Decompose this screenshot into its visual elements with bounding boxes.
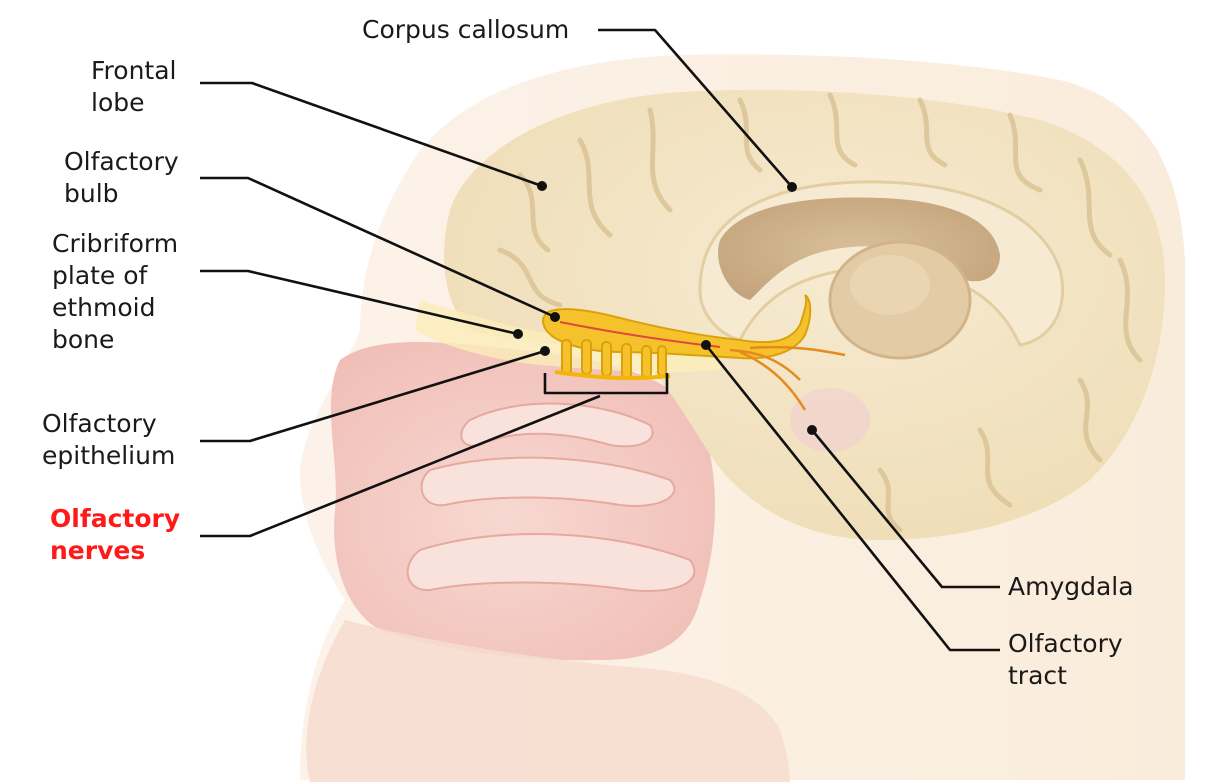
pin-frontal-lobe	[537, 181, 547, 191]
pin-olfactory-tract	[701, 340, 711, 350]
gyri	[497, 92, 1143, 533]
middle-concha	[420, 456, 676, 507]
leader-corpus-callosum	[598, 28, 793, 188]
nerves-bracket	[543, 373, 669, 395]
leader-frontal-lobe	[200, 81, 543, 188]
label-cribriform-plate: Cribriform plate of ethmoid bone	[52, 229, 179, 354]
label-corpus-callosum: Corpus callosum	[362, 15, 570, 44]
leader-olfactory-epithelium	[200, 349, 546, 443]
pin-olfactory-bulb	[550, 312, 560, 322]
pin-amygdala	[807, 425, 817, 435]
pin-corpus-callosum	[787, 182, 797, 192]
leader-olfactory-nerves	[200, 394, 601, 538]
leader-olfactory-bulb	[200, 176, 556, 319]
amygdala-region	[790, 388, 870, 452]
inferior-concha	[406, 533, 696, 592]
label-olfactory-epithelium: Olfactory epithelium	[42, 409, 176, 470]
leader-olfactory-tract	[704, 344, 1000, 652]
lateral-ventricle	[718, 197, 1000, 300]
leader-cribriform-plate	[200, 269, 519, 336]
label-olfactory-tract: Olfactory tract	[1008, 629, 1123, 690]
label-amygdala: Amygdala	[1008, 572, 1134, 601]
pin-olfactory-epithelium	[540, 346, 550, 356]
leader-amygdala	[810, 429, 1000, 589]
pin-cribriform-plate	[513, 329, 523, 339]
label-olfactory-bulb: Olfactory bulb	[64, 147, 179, 208]
label-frontal-lobe: Frontal lobe	[91, 56, 177, 117]
label-olfactory-nerves: Olfactory nerves	[50, 504, 181, 565]
lip-area	[306, 620, 790, 782]
